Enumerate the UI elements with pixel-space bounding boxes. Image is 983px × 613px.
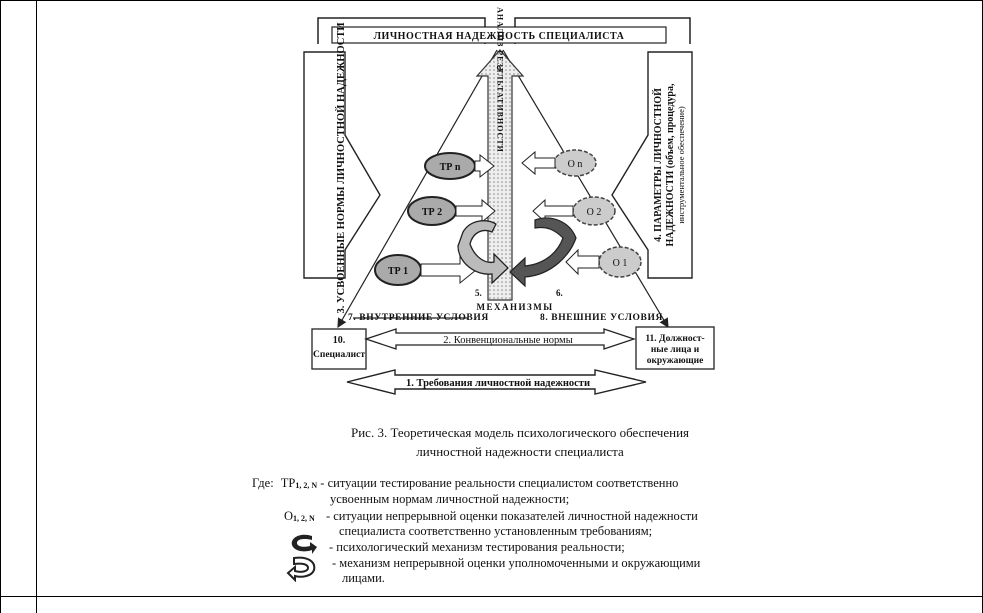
box-specialist: 10. Специалист bbox=[311, 328, 367, 370]
mech-number-5: 5. bbox=[475, 288, 482, 298]
central-arrow-number: 9. bbox=[497, 64, 504, 74]
legend-mech-1: - психологический механизм тестирования … bbox=[329, 540, 625, 554]
reality-testing-curved-arrow bbox=[457, 220, 509, 285]
tr-n-arrow bbox=[474, 153, 495, 179]
left-panel-norms: 3. УСВОЕННЫЕ НОРМЫ ЛИЧНОСТНОЙ НАДЕЖНОСТИ bbox=[303, 22, 381, 314]
box11-line3: окружающие bbox=[647, 356, 704, 366]
box10-number: 10. bbox=[333, 335, 346, 346]
conventional-norms-label: 2. Конвенциональные нормы bbox=[443, 335, 573, 346]
tr-n-label: ТР n bbox=[440, 162, 461, 173]
table-row-divider bbox=[0, 596, 983, 597]
conventional-norms-arrow: 2. Конвенциональные нормы bbox=[363, 328, 637, 350]
box-officials: 11. Должност- ные лица и окружающие bbox=[635, 326, 715, 370]
caption-line-2: личностной надежности специалиста bbox=[416, 444, 624, 459]
triangle-lines bbox=[337, 49, 669, 329]
o-2-arrow bbox=[532, 198, 574, 224]
o-1-label: О 1 bbox=[613, 258, 628, 269]
central-arrow-analysis: 9. АНАЛИЗ РЕЗУЛЬТАТИВНОСТИ bbox=[475, 7, 525, 301]
right-panel-label-3: инструментальное обеспечение) bbox=[676, 106, 686, 223]
figure-caption: Рис. 3. Теоретическая модель психологиче… bbox=[300, 423, 740, 461]
legend-mech-2-line-2: лицами. bbox=[342, 571, 385, 585]
title-text: ЛИЧНОСТНАЯ НАДЕЖНОСТЬ СПЕЦИАЛИСТА bbox=[374, 31, 625, 42]
caption-line-1: Рис. 3. Теоретическая модель психологиче… bbox=[350, 425, 690, 440]
o-n-arrow bbox=[521, 150, 556, 176]
mechanisms-block: 5. 6. МЕХАНИЗМЫ bbox=[475, 288, 563, 312]
mechanisms-label: МЕХАНИЗМЫ bbox=[476, 302, 553, 312]
legend-tr-row: Где: ТР1, 2, N - ситуации тестирование р… bbox=[252, 476, 678, 493]
tr-2-arrow bbox=[455, 198, 496, 224]
tr-1-label: ТР 1 bbox=[388, 266, 408, 277]
right-panel-parameters: 4. ПАРАМЕТРЫ ЛИЧНОСТНОЙ НАДЕЖНОСТИ (объе… bbox=[611, 51, 693, 279]
table-border-left bbox=[0, 0, 1, 613]
legend-o-row: О1, 2, N - ситуации непрерывной оценки п… bbox=[284, 509, 698, 526]
legend-o-sub: 1, 2, N bbox=[293, 514, 315, 523]
central-arrow-text: АНАЛИЗ РЕЗУЛЬТАТИВНОСТИ bbox=[496, 7, 505, 153]
right-panel-label-1: 4. ПАРАМЕТРЫ ЛИЧНОСТНОЙ bbox=[652, 88, 664, 242]
evaluation-curved-arrow bbox=[509, 217, 577, 288]
legend-where: Где: bbox=[252, 476, 274, 490]
mech-number-6: 6. bbox=[556, 288, 563, 298]
internal-conditions-label: 7. ВНУТРЕННИЕ УСЛОВИЯ bbox=[348, 313, 489, 323]
table-column-divider bbox=[36, 0, 37, 613]
reality-testing-mechanism-icon bbox=[291, 534, 317, 554]
legend-o-symbol: О bbox=[284, 509, 294, 523]
legend-mech-2: - механизм непрерывной оценки уполномоче… bbox=[332, 556, 701, 570]
right-panel-label-2: НАДЕЖНОСТИ (объем, процедура, bbox=[665, 83, 676, 246]
o-n-oval bbox=[553, 149, 597, 177]
box10-text: Специалист bbox=[313, 350, 365, 360]
legend-tr-sub: 1, 2, N bbox=[295, 481, 318, 490]
table-border-top bbox=[0, 0, 983, 1]
tr-situations: ТР n ТР 2 ТР 1 bbox=[374, 152, 496, 286]
o-situations: О n О 2 О 1 bbox=[521, 149, 642, 278]
legend-tr-row-2: усвоенным нормам личностной надежности; bbox=[330, 492, 570, 506]
tr-2-label: ТР 2 bbox=[422, 207, 442, 218]
o-2-label: О 2 bbox=[587, 207, 602, 218]
tr-1-arrow bbox=[420, 255, 477, 285]
evaluation-mechanism-icon bbox=[286, 556, 316, 582]
title-banner: ЛИЧНОСТНАЯ НАДЕЖНОСТЬ СПЕЦИАЛИСТА bbox=[331, 26, 667, 44]
legend-tr-line-1: - ситуации тестирование реальности специ… bbox=[320, 476, 679, 490]
left-panel-label: 3. УСВОЕННЫЕ НОРМЫ ЛИЧНОСТНОЙ НАДЕЖНОСТИ bbox=[335, 22, 347, 313]
box11-line1: 11. Должност- bbox=[645, 334, 704, 344]
legend-o-line-1: - ситуации непрерывной оценки показателе… bbox=[325, 509, 698, 523]
mechanism-arrows bbox=[457, 217, 577, 288]
psychological-model-diagram: ЛИЧНОСТНАЯ НАДЕЖНОСТЬ СПЕЦИАЛИСТА 3. УСВ… bbox=[303, 7, 715, 395]
requirements-arrow: 1. Требования личностной надежности bbox=[346, 369, 647, 395]
o-1-arrow bbox=[565, 248, 600, 276]
legend-tr-symbol: ТР bbox=[280, 476, 296, 490]
o-n-label: О n bbox=[568, 159, 583, 170]
box11-line2: ные лица и bbox=[651, 345, 700, 355]
external-conditions-label: 8. ВНЕШНИЕ УСЛОВИЯ bbox=[540, 313, 663, 323]
requirements-label: 1. Требования личностной надежности bbox=[406, 378, 590, 389]
legend-o-row-2: специалиста соответственно установленным… bbox=[339, 524, 653, 538]
